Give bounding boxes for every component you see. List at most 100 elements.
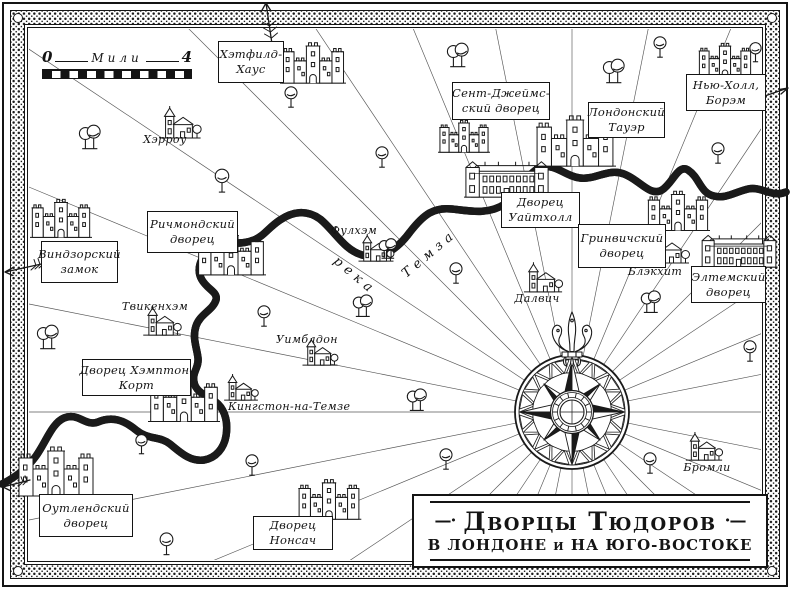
label-fulham: Фулхэм [330,224,378,237]
label-windsor-castle: Виндзорский замок [38,241,121,283]
rhumb-line [349,411,573,560]
label-hampton-court-palace: Дворец Хэмптон- Корт [79,359,194,396]
rhumb-line [495,29,573,413]
compass-hub-bead [580,396,585,401]
scale-bar-numbers: 0 Мили 4 [42,50,192,65]
compass-ornament [519,414,535,431]
label-nonsuch-palace: Дворец Нонсач [253,516,333,550]
border-corner-dot [767,566,777,576]
label-tower-of-london: Лондонский Тауэр [588,102,665,138]
label-whitehall-palace: Дворец Уайтхолл [501,192,580,228]
compass-hub-bead [574,392,577,398]
compass-ornament [519,393,535,410]
map-title: Дворцы Тюдоров [463,507,717,537]
tree-icon [743,340,757,362]
tree-pair-icon [602,58,625,84]
kingston-church [223,374,259,401]
nonsuch-palace-building [296,479,362,520]
scale-end-value: 4 [181,48,193,66]
compass-hub-bead [559,396,564,401]
label-line: Ричмондский [149,217,236,232]
tree-icon [284,86,298,108]
label-new-hall-boreham: Нью-Холл, Борэм [686,74,766,111]
label-line: Нонсач [269,533,317,547]
label-line: Виндзорский [38,247,121,262]
label-line: дворец [706,284,751,299]
compass-hub-bead [554,403,560,407]
label-oatlands-palace: Оутлендский дворец [39,494,133,537]
label-line: Дворец Хэмптон- [79,362,194,377]
bromley-church [685,432,724,461]
compass-ornament [593,363,608,380]
scale-start-value: 0 [42,48,53,66]
tree-icon [449,262,463,284]
compass-hub-bead [567,426,570,432]
label-line: Нью-Холл, [692,77,760,92]
label-harrow: Хэрроу [143,133,187,146]
scale-units-label: Мили [91,51,143,65]
tree-icon [643,452,657,474]
label-line: дворец [599,246,645,260]
tree-pair-icon [446,42,469,68]
north-direction-arrow-icon [260,2,278,45]
title-right-flourish: ·— [724,511,747,532]
map-title-cartouche: —· Дворцы Тюдоров ·— В ЛОНДОНЕ и НА ЮГО-… [412,494,768,568]
compass-crosshair [560,400,584,424]
windsor-castle-building [30,198,92,238]
compass-ornament [604,433,621,448]
label-line: дворец [63,515,109,530]
label-line: Тауэр [608,120,645,134]
compass-ornament [605,421,622,433]
new-hall-boreham-building [696,42,754,78]
compass-ornament [523,376,540,391]
title-left-flourish: —· [434,511,456,532]
label-wimbledon: Уимблдон [276,333,338,346]
label-st-james-palace: Сент-Джеймс- ский дворец [452,82,550,120]
rhumb-line [29,303,573,413]
rhumb-line [571,285,761,413]
compass-hub-bead [584,417,590,421]
tree-pair-icon [406,388,427,411]
tree-icon [749,42,762,63]
label-line: ский дворец [461,101,541,115]
tree-pair-icon [36,324,59,350]
label-greenwich-palace: Гринвичский дворец [578,224,666,268]
compass-ornament [522,421,539,433]
rhumb-line [571,29,731,413]
compass-hub-bead [574,426,577,432]
label-line: Хаус [236,62,266,76]
eltham-palace-building [699,234,779,268]
tree-icon [245,454,259,476]
label-eltham-palace: Элтемский дворец [691,266,766,303]
label-line: Корт [118,377,155,392]
label-line: Дворец [269,518,317,533]
compass-ornament [574,449,591,465]
tree-icon [375,146,389,168]
label-line: Лондонский [588,105,666,120]
label-line: Оутлендский [42,500,130,515]
label-line: Элтемский [691,269,766,284]
label-line: Уайтхолл [508,210,573,224]
rhumb-line [213,411,573,560]
compass-ornament [593,444,608,461]
rhumb-line [315,29,573,413]
compass-ornament [523,433,540,448]
compass-ornament [536,363,551,380]
label-bromley: Бромли [683,461,731,474]
map-subtitle: В ЛОНДОНЕ и НА ЮГО-ВОСТОКЕ [427,535,753,554]
st-james-palace-building [438,119,490,153]
tree-icon [159,532,174,556]
tree-icon [257,305,271,327]
label-hatfield-house: Хэтфилд- Хаус [218,41,284,83]
compass-ornament [604,376,621,391]
compass-ornament [605,391,622,403]
scale-bar: 0 Мили 4 [42,50,192,79]
compass-hub-bead [567,392,570,398]
tree-icon [653,36,667,58]
border-corner-dot [13,13,23,23]
rhumb-line [29,48,573,413]
rhumb-line [571,29,649,413]
tree-pair-icon [640,290,661,313]
rhumb-line [188,29,573,413]
